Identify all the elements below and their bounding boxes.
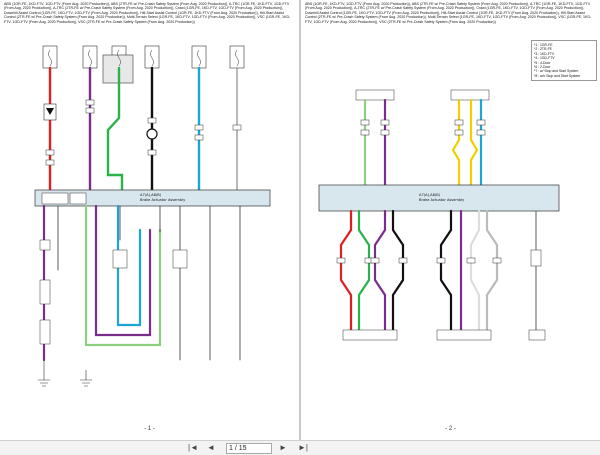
page-2-header: ABS (1GR-FE, 1KD-FTV, 1GD-FTV (From Aug.…	[305, 2, 592, 24]
legend-box: *1 : 1GR-FE *2 : 2TR-FE *3 : 1KD-FTV *4 …	[531, 40, 597, 82]
page-2: ABS (1GR-FE, 1KD-FTV, 1GD-FTV (From Aug.…	[301, 0, 600, 440]
wiring-diagram-1: A7(A),A8(B) Brake Actuator Assembly	[34, 45, 271, 387]
legend-item: *1 : 1GR-FE	[534, 43, 553, 47]
first-page-button[interactable]: |◄	[188, 443, 198, 452]
fuse-group	[42, 45, 245, 84]
previous-page-button[interactable]: ◄	[207, 443, 215, 452]
wiring-diagram-2: A7(A),A8(B) Brake Actuator Assembly	[318, 89, 560, 341]
page-1-header: ABS (1GR-FE, 1KD-FTV, 1GD-FTV (From Aug.…	[4, 2, 291, 24]
module-connector-label: A7(A),A8(B)	[140, 193, 162, 197]
legend-item: *6 : 2-Door	[534, 65, 551, 70]
legend-item: *7 : w/ Stop and Start System	[534, 69, 579, 74]
last-page-button[interactable]: ►|	[298, 443, 308, 452]
page-divider	[299, 0, 301, 440]
page-2-number: - 2 -	[445, 426, 456, 432]
current-page-value: 1	[229, 445, 233, 452]
page-1-number: - 1 -	[144, 426, 155, 432]
viewer-toolbar: |◄ ◄ 1 / 15 ► ►|	[0, 440, 600, 455]
legend-item: *5 : 4-Door	[534, 60, 551, 65]
page-1: ABS (1GR-FE, 1KD-FTV, 1GD-FTV (From Aug.…	[0, 0, 299, 440]
next-page-button[interactable]: ►	[279, 443, 287, 452]
module-name-label: Brake Actuator Assembly	[140, 198, 186, 202]
total-pages-label: / 15	[234, 445, 247, 452]
module-name-label-2: Brake Actuator Assembly	[419, 198, 465, 202]
legend-item: *8 : w/o Stop and Start System	[534, 73, 581, 78]
page-number-input[interactable]: 1 / 15	[226, 443, 272, 454]
legend-item: *2 : 2TR-FE	[534, 47, 552, 52]
module-connector-label-2: A7(A),A8(B)	[419, 193, 441, 197]
legend-item: *4 : 1GD-FTV	[534, 56, 555, 61]
legend-item: *3 : 1KD-FTV	[534, 51, 555, 56]
